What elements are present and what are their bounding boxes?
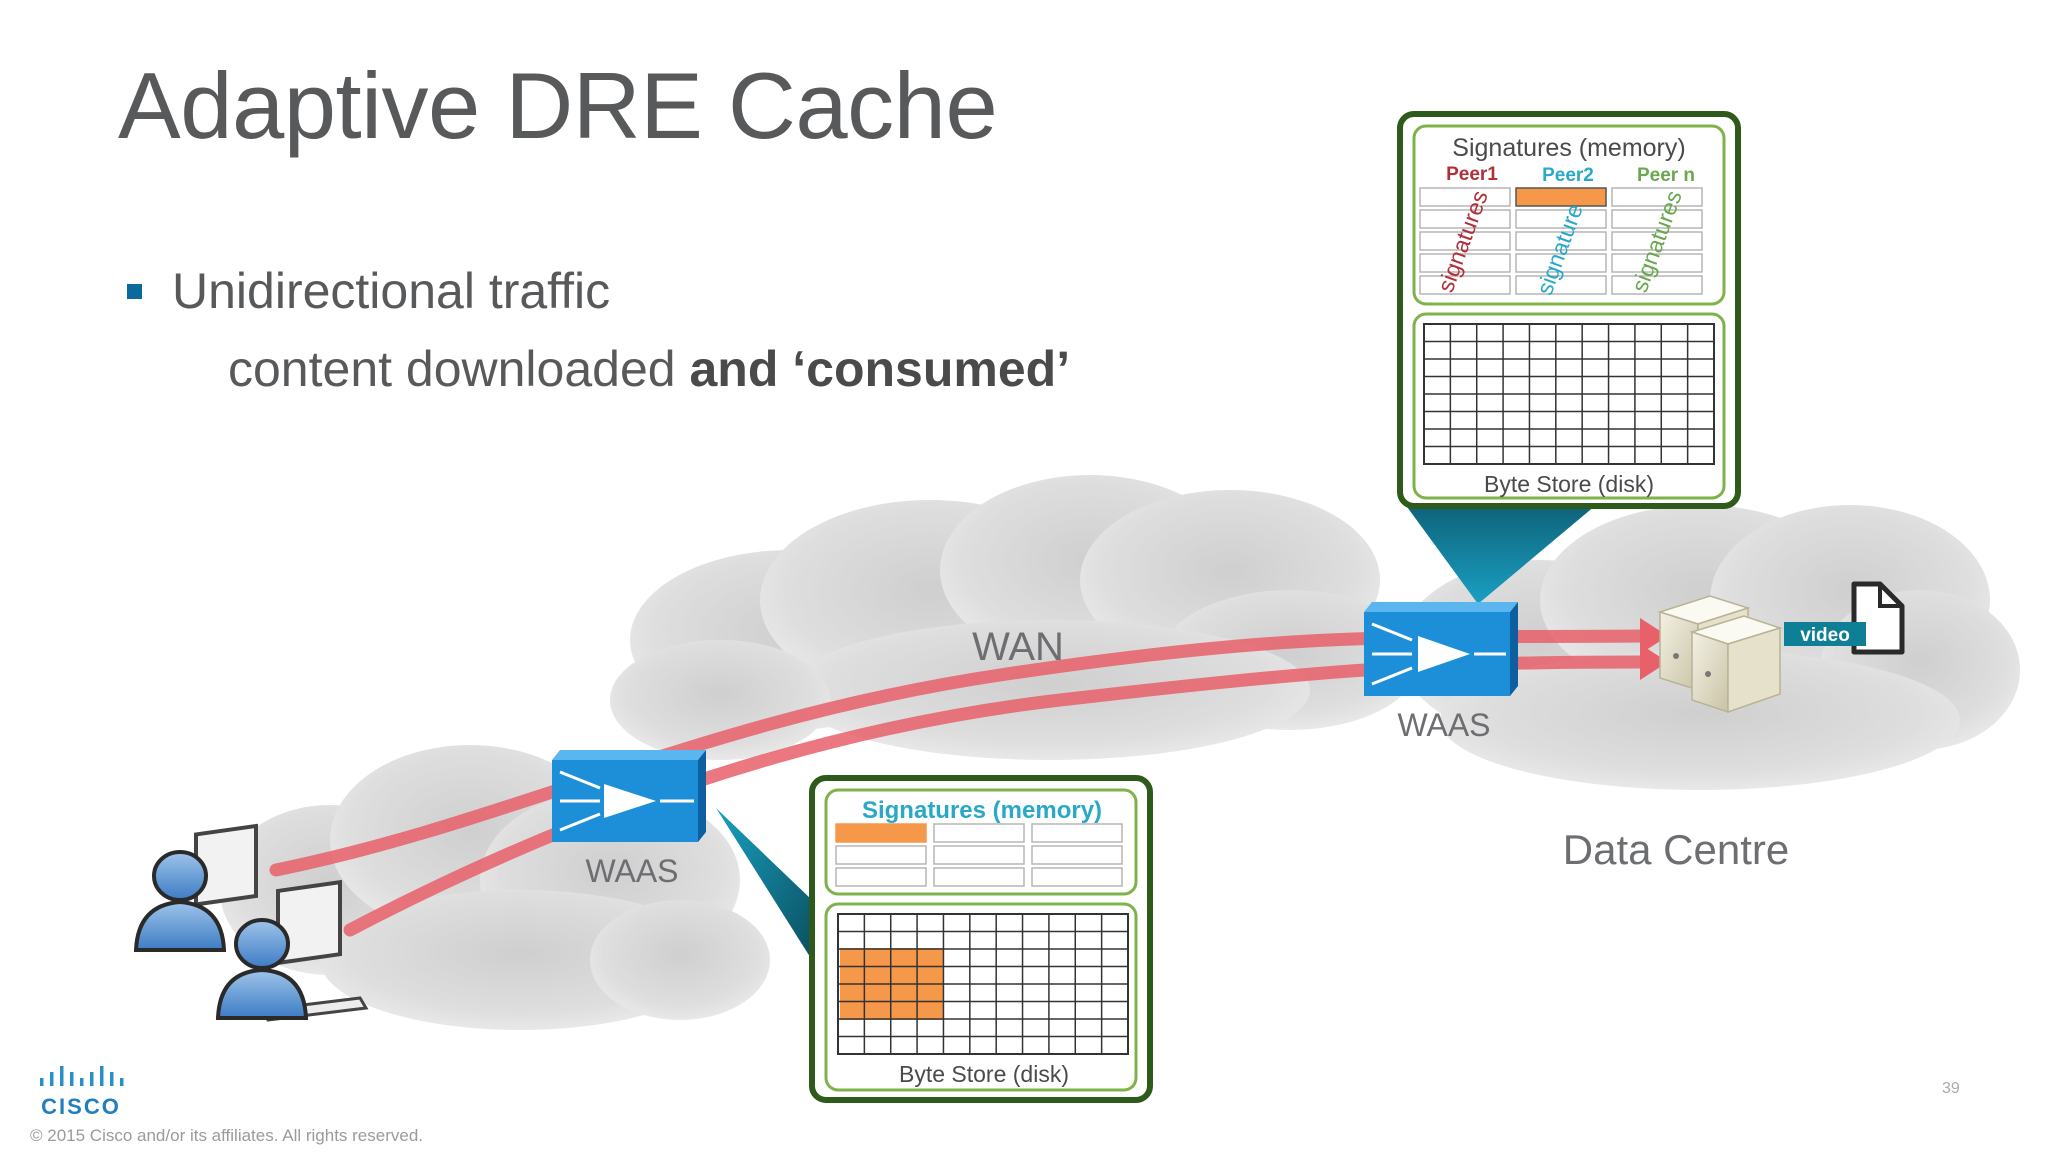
traffic-arrowhead-1 [1640,618,1668,654]
wan-cloud [610,475,1420,760]
sub-bullet-bold: and ‘consumed’ [689,341,1071,397]
top-callout-wedge [1402,500,1602,604]
bottom-signatures-title: Signatures (memory) [862,797,1102,824]
signature-slot [1611,209,1703,229]
user-icon [215,879,369,1022]
server-icon [1657,595,1783,714]
signature-slot [835,845,927,865]
sub-bullet-regular: content downloaded [228,341,690,397]
signature-slot [1515,253,1607,273]
signature-slot [933,823,1025,843]
bottom-callout-wedge [716,808,812,960]
user-icon [133,823,258,952]
signature-slot [1611,231,1703,251]
signature-slot [1419,275,1511,295]
signature-slot [933,867,1025,887]
top-signatures-title: Signatures (memory) [1452,134,1685,162]
video-file-icon [1784,581,1905,655]
top-signature-table [1419,187,1703,295]
top-byte-store-label: Byte Store (disk) [1484,471,1654,497]
signature-slot [1419,187,1511,207]
bullet-marker [127,284,142,299]
signature-slot [1515,209,1607,229]
peer2-label: Peer2 [1542,165,1594,186]
sub-bullet: content downloaded and ‘consumed’ [228,340,1070,398]
waas-right-device[interactable] [1364,602,1518,696]
signature-slot [1611,187,1703,207]
copyright-footer: © 2015 Cisco and/or its affiliates. All … [30,1126,424,1145]
signature-slot [1031,823,1123,843]
bottom-cache-box [809,775,1153,1103]
slide-title: Adaptive DRE Cache [118,53,998,158]
top-byte-store-grid [1423,323,1715,465]
signature-slot [1419,209,1511,229]
signature-slot [835,823,927,843]
bottom-byte-store-grid [837,913,1129,1055]
signature-slot [1611,253,1703,273]
datacentre-label: Data Centre [1563,826,1789,873]
waas-left-device[interactable] [552,750,706,842]
waas-left-label: WAAS [585,853,678,889]
video-badge: video [1800,625,1850,646]
signature-slot [933,845,1025,865]
peer-n-label: Peer n [1637,165,1695,186]
waas-right-label: WAAS [1397,707,1490,743]
signature-slot [1419,231,1511,251]
signature-slot [1515,231,1607,251]
cisco-logo-bars: CISCO [40,1066,124,1119]
peer1-label: Peer1 [1446,164,1498,185]
signature-slot [835,867,927,887]
signature-slot [1031,867,1123,887]
traffic-arrowhead-2 [1640,644,1668,680]
bottom-signature-table [835,823,1123,887]
cisco-logo: CISCO [38,1062,124,1120]
signature-slot [1031,845,1123,865]
wan-label: WAN [972,625,1064,669]
signature-slot [1419,253,1511,273]
signature-slot [1515,187,1607,207]
signature-slot [1611,275,1703,295]
bottom-byte-store-label: Byte Store (disk) [899,1061,1069,1087]
top-cache-box [1397,111,1741,509]
cisco-logo-text: CISCO [41,1094,121,1119]
page-number: 39 [1942,1080,1960,1097]
signature-slot [1515,275,1607,295]
bullet-text: Unidirectional traffic [172,263,611,319]
